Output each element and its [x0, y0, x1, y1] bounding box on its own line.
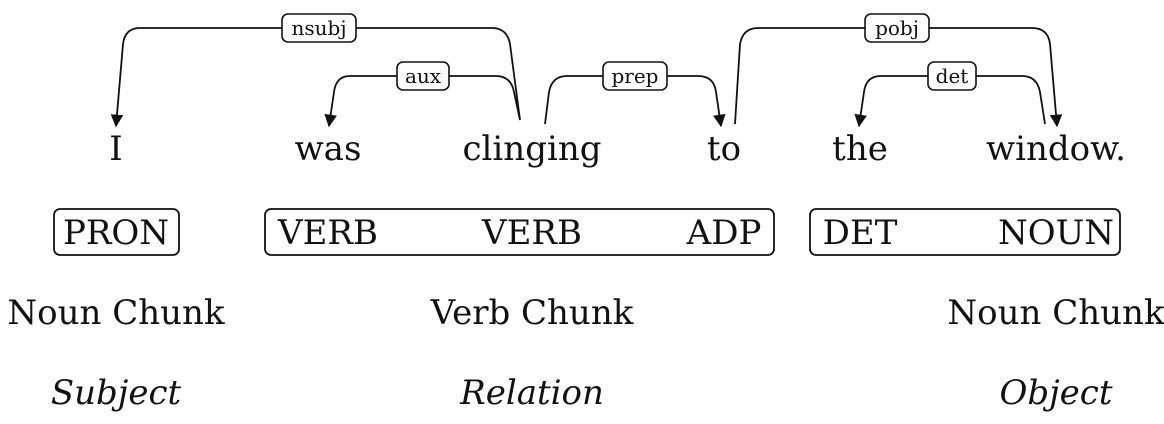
word-clinging: clinging — [463, 129, 602, 169]
svg-text:aux: aux — [405, 64, 442, 88]
pos-tag-groups: PRON VERB VERB ADP DET NOUN — [53, 208, 1121, 256]
tag-adp: ADP — [686, 213, 762, 253]
dependency-arcs: nsubj aux prep pobj det — [110, 13, 1063, 128]
dep-label-aux: aux — [396, 61, 450, 91]
tag-group-noun-chunk-2: DET NOUN — [809, 208, 1121, 256]
role-subject: Subject — [51, 373, 182, 413]
role-labels: Subject Relation Object — [51, 373, 1113, 413]
word-i: I — [109, 129, 122, 169]
dep-label-det: det — [927, 61, 977, 91]
word-the: the — [832, 129, 888, 169]
role-object: Object — [999, 373, 1112, 413]
sentence: I was clinging to the window. — [109, 129, 1126, 169]
tag-verb-2: VERB — [481, 213, 582, 253]
tag-det: DET — [823, 213, 898, 253]
word-to: to — [707, 129, 741, 169]
tag-group-noun-chunk-1: PRON — [53, 208, 180, 256]
dep-label-nsubj: nsubj — [281, 13, 357, 43]
tag-group-verb-chunk: VERB VERB ADP — [264, 208, 775, 256]
svg-text:pobj: pobj — [875, 16, 919, 40]
role-relation: Relation — [459, 373, 604, 413]
chunk-label-noun-1: Noun Chunk — [7, 293, 225, 333]
svg-text:det: det — [936, 64, 969, 88]
svg-text:prep: prep — [611, 64, 658, 88]
tag-verb-1: VERB — [277, 213, 378, 253]
dep-label-prep: prep — [602, 61, 668, 91]
dep-label-pobj: pobj — [864, 13, 930, 43]
chunk-labels: Noun Chunk Verb Chunk Noun Chunk — [7, 293, 1164, 333]
chunk-label-noun-2: Noun Chunk — [947, 293, 1164, 333]
chunk-label-verb: Verb Chunk — [430, 293, 634, 333]
tag-noun: NOUN — [998, 213, 1114, 253]
word-window: window. — [986, 129, 1126, 169]
svg-text:nsubj: nsubj — [291, 16, 346, 40]
word-was: was — [295, 129, 362, 169]
tag-pron: PRON — [63, 213, 169, 253]
